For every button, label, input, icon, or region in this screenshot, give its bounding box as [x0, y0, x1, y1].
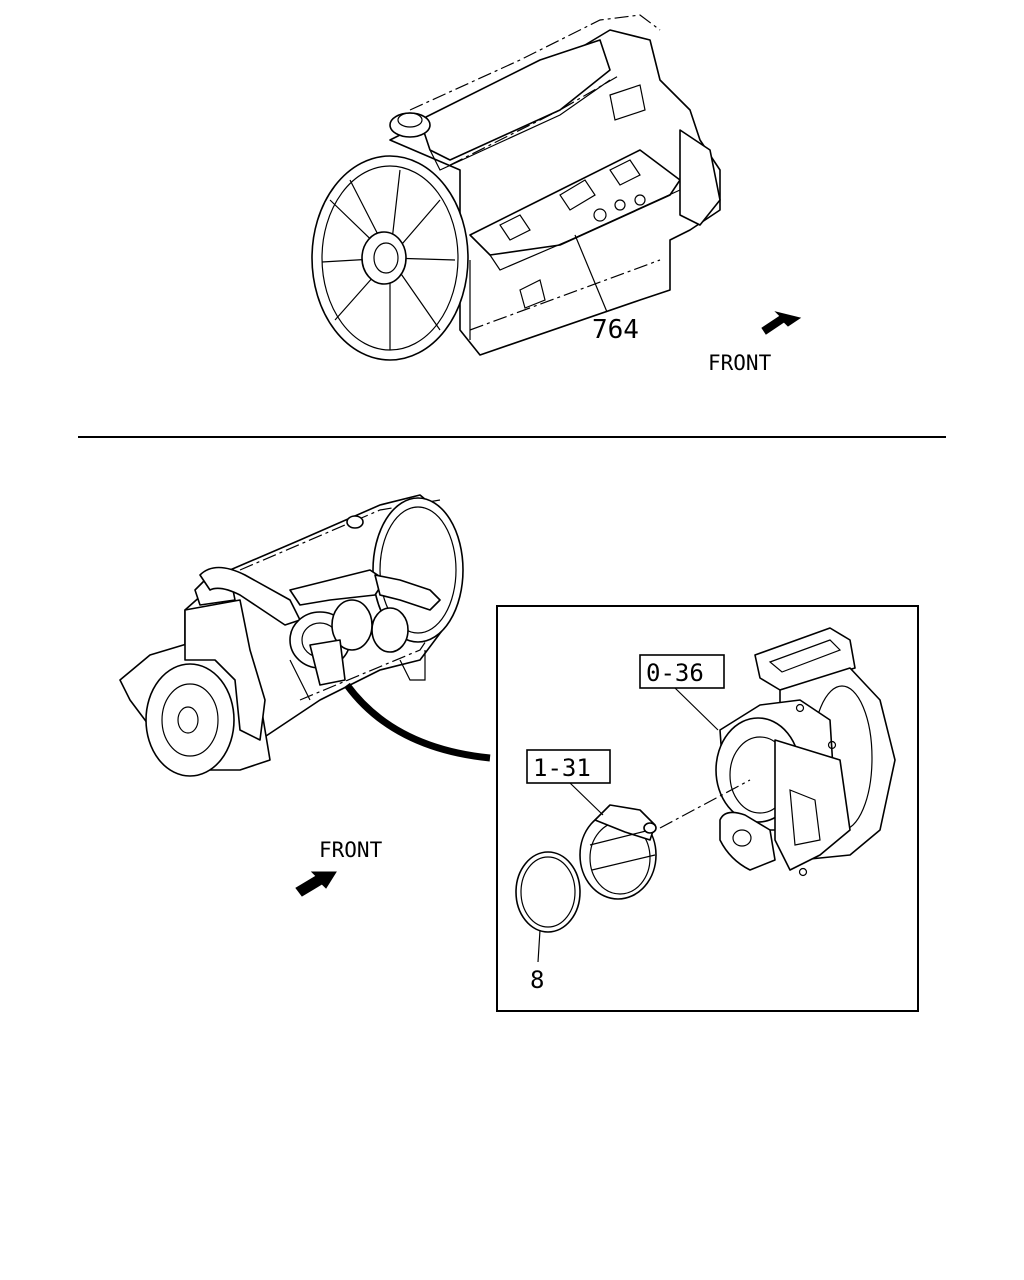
front-label-bottom: FRONT	[319, 838, 383, 862]
front-arrow-top	[761, 311, 802, 335]
clamp-illustration	[579, 804, 657, 900]
top-engine-illustration	[311, 14, 721, 361]
leader-turbocharger	[674, 687, 719, 731]
callout-box-clamp	[526, 749, 611, 784]
detail-box	[496, 605, 919, 1012]
assembly-line	[659, 779, 751, 829]
callout-764: 764	[592, 315, 639, 345]
bottom-engine-illustration	[119, 494, 464, 777]
leader-clamp	[569, 782, 604, 816]
front-arrow-bottom	[295, 871, 337, 897]
leader-gasket	[537, 929, 541, 963]
callout-gasket: 8	[530, 966, 544, 994]
callout-turbocharger: 0-36	[646, 659, 704, 687]
callout-clamp: 1-31	[533, 754, 591, 782]
front-label-top: FRONT	[708, 351, 772, 375]
gasket-ring	[515, 851, 581, 933]
detail-connector	[344, 682, 491, 762]
turbocharger-illustration	[715, 627, 896, 877]
leader-764	[574, 234, 608, 313]
callout-box-turbocharger	[639, 654, 725, 689]
